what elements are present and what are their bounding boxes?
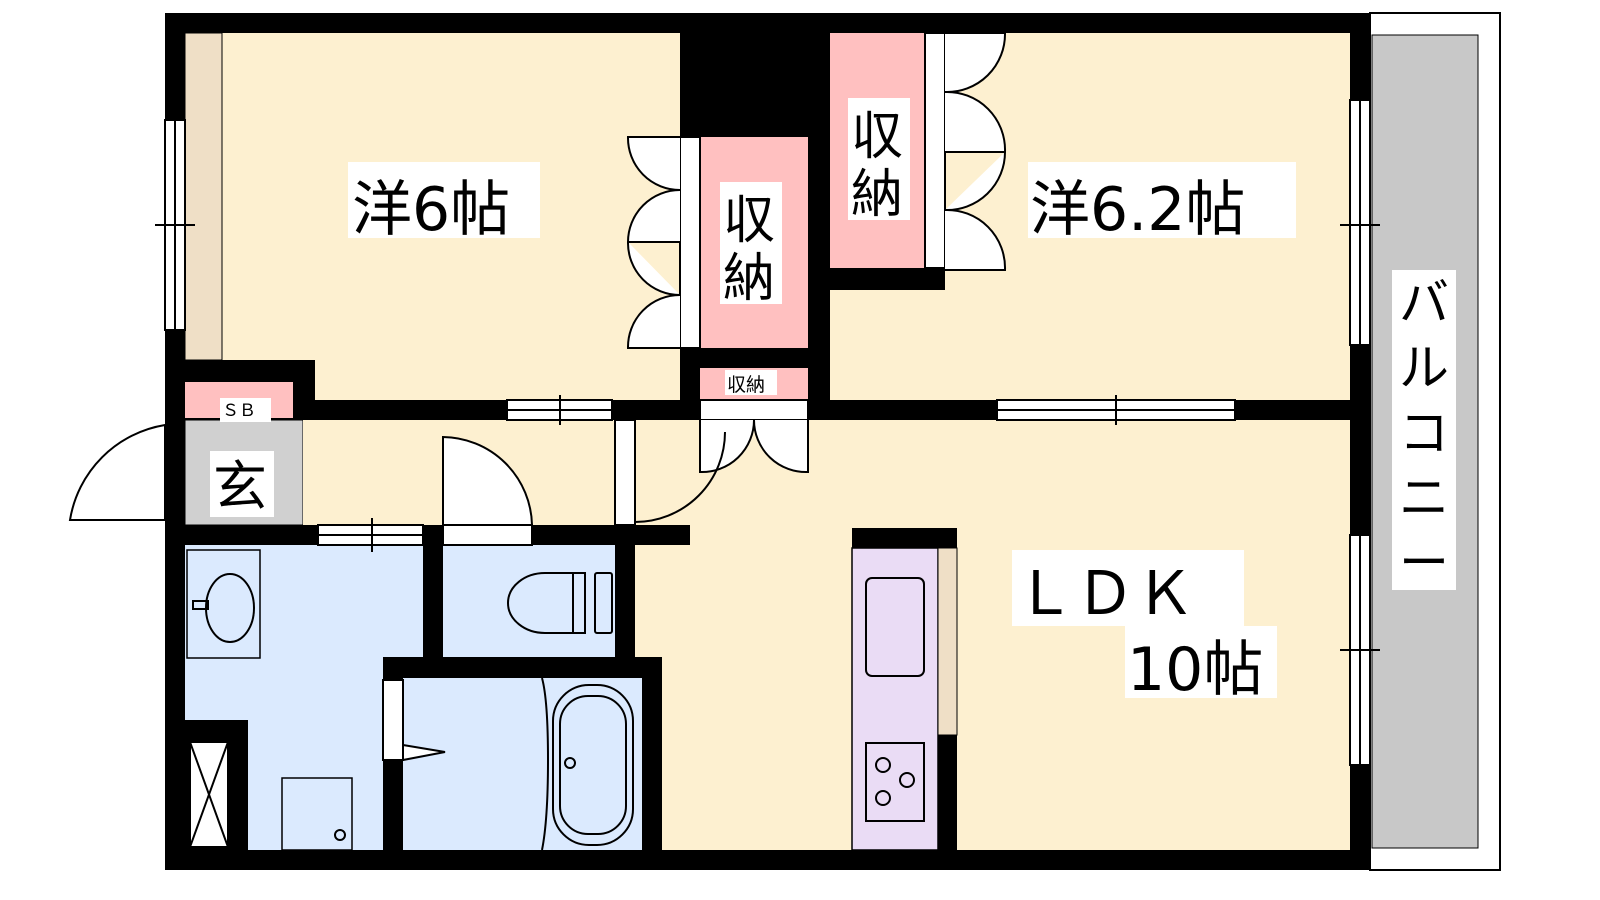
toilet-room [443, 545, 615, 657]
balcony: バ ル コ ニ ー [1369, 12, 1501, 871]
closet-2-door[interactable] [924, 32, 946, 269]
western-room-1-label: 洋6帖 [352, 175, 510, 245]
kitchen-counter [851, 547, 939, 851]
room-labels: 洋6帖 洋6.2帖 収 納 収 納 収納 ＳＢ 玄 ＬＤＫ 10帖 [210, 98, 1296, 705]
vanity [186, 549, 261, 659]
washing-machine-icon [281, 777, 353, 851]
balcony-label-2: ル [1399, 339, 1449, 397]
entrance-label: 玄 [213, 455, 267, 518]
entrance-door[interactable] [68, 423, 166, 521]
bathtub-icon [552, 684, 634, 846]
closet-2-label-1: 収 [851, 107, 903, 167]
ldk-size-label: 10帖 [1127, 635, 1263, 705]
toilet-icon [507, 572, 574, 634]
balcony-label-5: ー [1399, 534, 1449, 592]
closet-1-label-2: 納 [723, 249, 775, 309]
kitchen-sink-icon [865, 577, 925, 677]
windows [155, 99, 1380, 766]
ldk-label: ＬＤＫ [1015, 559, 1195, 629]
stove-icon [865, 742, 925, 822]
bathtub [541, 677, 550, 851]
toilet-door[interactable] [442, 435, 534, 526]
balcony-label-1: バ [1399, 274, 1449, 332]
doors[interactable] [68, 32, 1007, 762]
closet-small-label: 収納 [727, 374, 765, 396]
bathroom [403, 678, 642, 850]
balcony-label-4: ニ [1399, 469, 1449, 527]
closet-1-label-1: 収 [723, 191, 775, 251]
western-room-2 [828, 290, 1350, 400]
closet-2-label-2: 納 [851, 165, 903, 225]
western-room-2-label: 洋6.2帖 [1030, 175, 1245, 245]
closet-small-door[interactable] [699, 399, 809, 421]
ldk-door[interactable] [614, 419, 636, 526]
bath-door[interactable] [402, 743, 446, 762]
closet-1-door[interactable] [679, 136, 701, 349]
closet-shelf [184, 32, 223, 361]
shoe-box-label: ＳＢ [222, 401, 256, 421]
balcony-label-3: コ [1399, 404, 1449, 462]
fixtures [186, 547, 958, 851]
